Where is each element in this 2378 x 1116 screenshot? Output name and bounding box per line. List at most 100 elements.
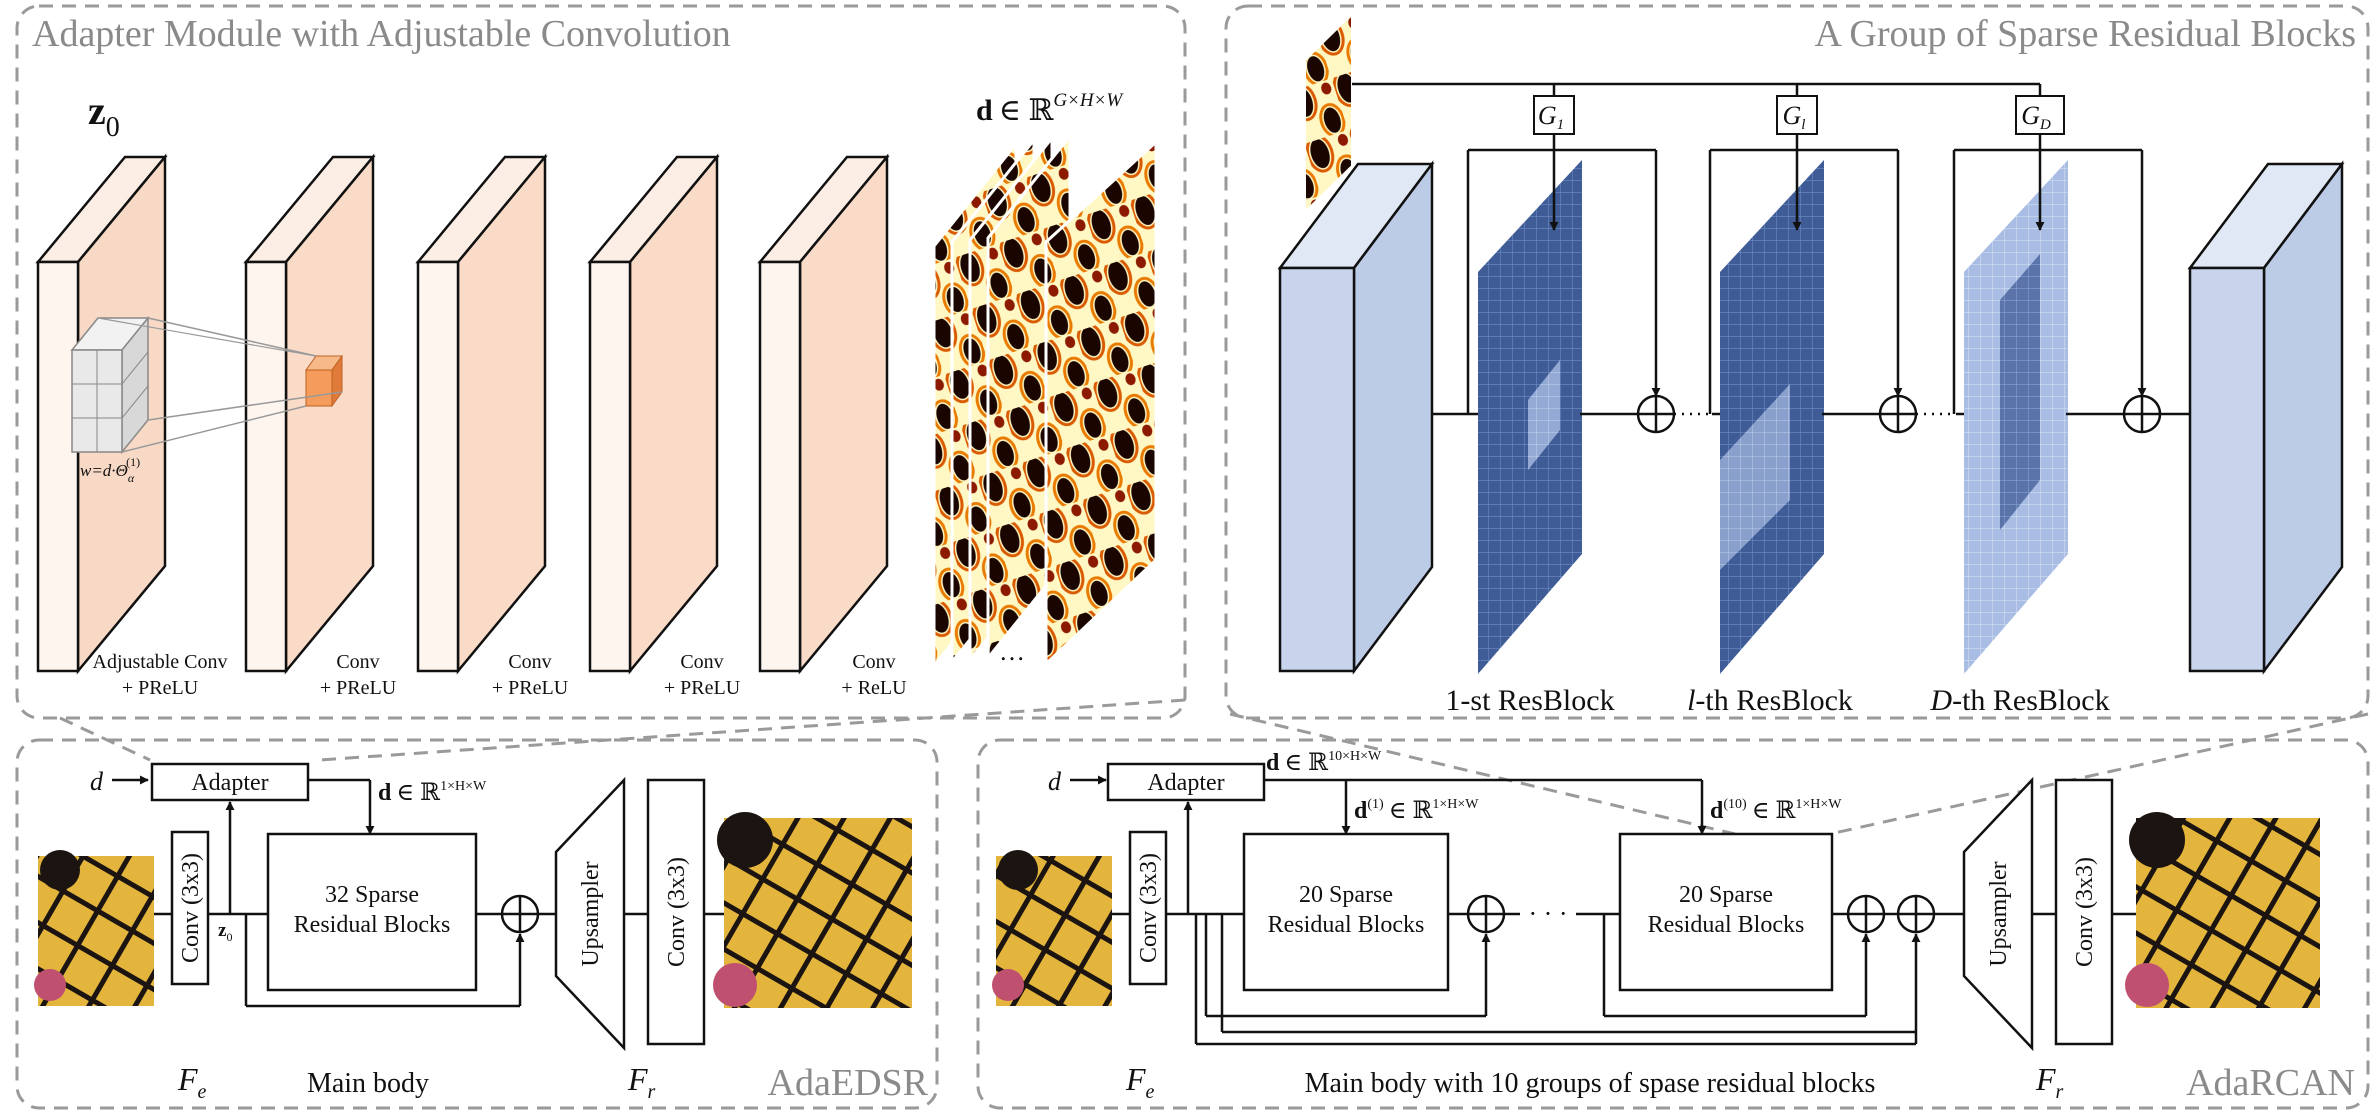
- adarcan-upsampler: Upsampler: [1962, 776, 2034, 1052]
- adaedsr-wiring: [112, 775, 724, 1008]
- adaedsr-conv-out: Conv (3x3): [646, 778, 706, 1046]
- resblock-D-mask-dense: [2000, 254, 2040, 530]
- svg-text:Gl: Gl: [1783, 101, 1806, 133]
- adaedsr-adapter-box: Adapter: [150, 762, 310, 802]
- conv-kernel-cube: [70, 315, 150, 455]
- layer-label: + PReLU: [492, 677, 569, 699]
- conv-layer-4: [587, 153, 720, 675]
- layer-label: + ReLU: [841, 677, 907, 699]
- resblock-1-mask-sparse: [1528, 360, 1560, 470]
- adarcan-fr-label: Fr: [2035, 1061, 2064, 1103]
- resblock-D-label: D-th ResBlock: [1929, 684, 2109, 717]
- gate-G1: G1: [1533, 95, 1575, 135]
- projection-line: [97, 317, 317, 357]
- resblock-1-label: 1-st ResBlock: [1445, 684, 1614, 717]
- layer-label: Conv: [336, 651, 379, 673]
- layer-label: Conv: [680, 651, 723, 673]
- layer-label: Conv: [852, 651, 895, 673]
- conv-layer-3: [415, 153, 548, 675]
- adaedsr-sum-node: [500, 894, 540, 934]
- sum-node: [2122, 394, 2162, 434]
- svg-text:32 Sparse: 32 Sparse: [325, 882, 419, 908]
- adaedsr-title: AdaEDSR: [768, 1062, 929, 1104]
- adarcan-conv-out: Conv (3x3): [2054, 778, 2114, 1046]
- adaedsr-input-image: [34, 850, 154, 1006]
- svg-text:Adapter: Adapter: [191, 770, 268, 796]
- adarcan-d-input: d: [1048, 767, 1062, 796]
- z0-label: z0: [88, 88, 120, 143]
- adarcan-d-label: d∈ ℝ10×H×W: [1266, 749, 1382, 776]
- adarcan-group-1-box: 20 Sparse Residual Blocks: [1242, 832, 1450, 992]
- adarcan-group-10-box: 20 Sparse Residual Blocks: [1618, 832, 1834, 992]
- conv-layer-2: [243, 153, 376, 675]
- projection-line: [147, 317, 317, 357]
- layer-label: Conv: [508, 651, 551, 673]
- group-output-features: [2187, 160, 2345, 675]
- svg-text:20 Sparse: 20 Sparse: [1299, 882, 1393, 908]
- projection-line: [147, 391, 343, 421]
- svg-text:Upsampler: Upsampler: [1986, 861, 2012, 966]
- adarcan-title: AdaRCAN: [2186, 1062, 2355, 1104]
- adaedsr-fe-label: Fe: [177, 1061, 207, 1103]
- layer-label: + PReLU: [122, 677, 199, 699]
- svg-text:Conv (3x3): Conv (3x3): [1136, 853, 1162, 963]
- svg-text:Conv (3x3): Conv (3x3): [664, 857, 690, 967]
- sparse-group-title: A Group of Sparse Residual Blocks: [1815, 13, 2356, 55]
- gate-GD: GD: [2015, 95, 2065, 135]
- adaedsr-main-body-label: Main body: [307, 1068, 429, 1099]
- adarcan-d1-label: d(1)∈ ℝ1×H×W: [1354, 797, 1479, 824]
- adaedsr-panel: [15, 738, 939, 1110]
- adarcan-sum-node-2: [1846, 894, 1886, 934]
- svg-text:G1: G1: [1538, 101, 1564, 133]
- d-output-label: d∈ ℝG×H×W: [976, 90, 1124, 127]
- gate-map-thumbnail: [1304, 11, 1353, 215]
- adapter-module-panel: [15, 4, 1187, 720]
- svg-text:Conv (3x3): Conv (3x3): [2072, 857, 2098, 967]
- svg-text:GD: GD: [2021, 101, 2051, 133]
- svg-text:Residual Blocks: Residual Blocks: [1648, 912, 1805, 938]
- conv-layer-5: [757, 153, 890, 675]
- adarcan-conv-in: Conv (3x3): [1128, 830, 1168, 986]
- svg-text:Conv (3x3): Conv (3x3): [178, 853, 204, 963]
- adarcan-main-body-label: Main body with 10 groups of spase residu…: [1305, 1068, 1876, 1099]
- output-voxel: [305, 354, 343, 408]
- layer-label: Adjustable Conv: [93, 651, 228, 673]
- layer-label: + PReLU: [664, 677, 741, 699]
- adarcan-wiring: [1070, 775, 2136, 1046]
- zoom-line: [1229, 712, 1736, 836]
- adarcan-sum-node-1: [1466, 894, 1506, 934]
- adaedsr-output-image: [713, 812, 912, 1008]
- group-input-features: [1277, 160, 1435, 675]
- adarcan-sum-node-3: [1896, 894, 1936, 934]
- projection-line: [121, 405, 307, 453]
- adarcan-d10-label: d(10)∈ ℝ1×H×W: [1710, 797, 1842, 824]
- feature-ellipsis: …: [999, 637, 1025, 666]
- sparse-group-panel: [1224, 4, 2370, 720]
- adarcan-panel: [976, 738, 2370, 1110]
- layer-label: + PReLU: [320, 677, 397, 699]
- adaedsr-z0-label: z0: [218, 920, 232, 944]
- d-feature-maps: [932, 131, 1158, 671]
- adaedsr-conv-in: Conv (3x3): [170, 830, 210, 986]
- adaedsr-upsampler: Upsampler: [554, 776, 626, 1052]
- svg-text:Upsampler: Upsampler: [578, 861, 604, 966]
- gate-Gl: Gl: [1776, 95, 1818, 135]
- adarcan-adapter-box: Adapter: [1106, 762, 1266, 802]
- sum-node: [1636, 394, 1676, 434]
- resblock-l-mask-sparse: [1720, 384, 1790, 570]
- adaedsr-d-input: d: [90, 767, 104, 796]
- adaedsr-d-label: d∈ ℝ1×H×W: [378, 779, 487, 806]
- adarcan-output-image: [2125, 812, 2320, 1008]
- svg-text:Adapter: Adapter: [1147, 770, 1224, 796]
- zoom-line: [319, 698, 1186, 762]
- svg-text:Residual Blocks: Residual Blocks: [294, 912, 451, 938]
- adarcan-ellipsis: · · ·: [1529, 899, 1568, 928]
- zoom-line: [59, 716, 151, 762]
- svg-text:Residual Blocks: Residual Blocks: [1268, 912, 1425, 938]
- adaedsr-main-body-box: 32 Sparse Residual Blocks: [266, 832, 478, 992]
- adarcan-fe-label: Fe: [1125, 1061, 1155, 1103]
- weight-formula: w=d·Θα(1): [80, 455, 140, 485]
- adarcan-input-image: [992, 850, 1112, 1006]
- adapter-module-title: Adapter Module with Adjustable Convoluti…: [32, 13, 731, 55]
